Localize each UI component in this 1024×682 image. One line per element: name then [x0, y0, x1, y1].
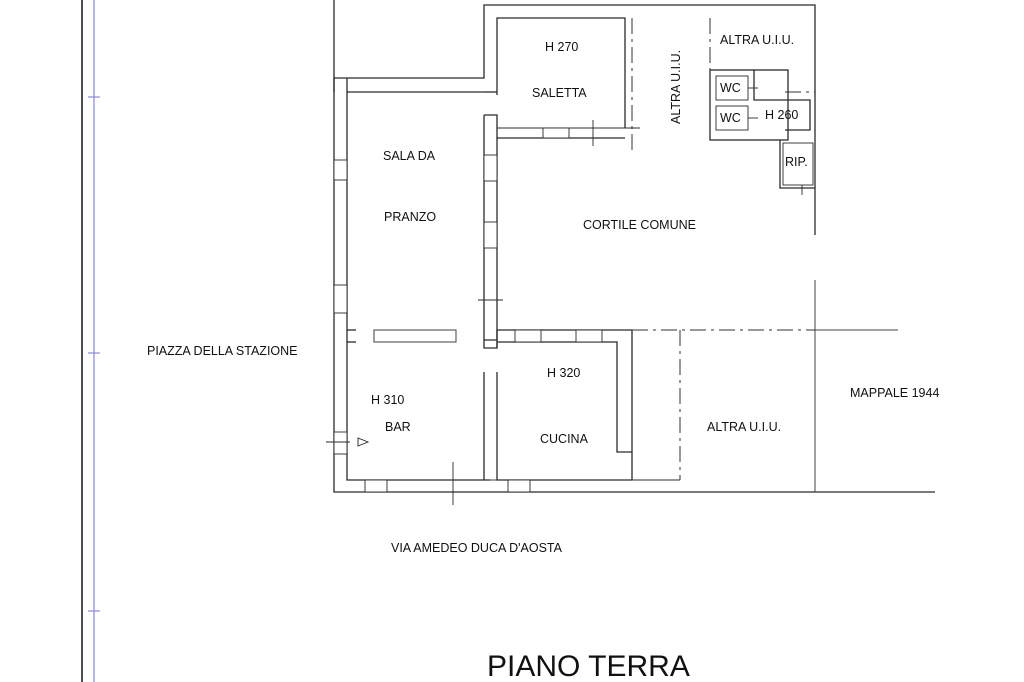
saletta-height-label: H 270: [545, 40, 578, 54]
sala-label-line1: SALA DA: [383, 149, 436, 163]
altra-uiu-bottom-label: ALTRA U.I.U.: [707, 420, 781, 434]
cucina-height-label: H 320: [547, 366, 580, 380]
drawing-margin: [81, 0, 100, 682]
wc-2-label: WC: [720, 111, 741, 125]
altra-uiu-top-label: ALTRA U.I.U.: [720, 33, 794, 47]
west-street-label: PIAZZA DELLA STAZIONE: [147, 344, 298, 358]
h260-label: H 260: [765, 108, 798, 122]
windows: [333, 127, 603, 493]
property-lines: [631, 18, 815, 480]
exterior-walls: [333, 0, 935, 493]
east-parcel-label: MAPPALE 1944: [850, 386, 939, 400]
cucina-label: CUCINA: [540, 432, 589, 446]
cortile-label: CORTILE COMUNE: [583, 218, 696, 232]
altra-uiu-vertical-label: ALTRA U.I.U.: [669, 50, 683, 124]
rip-label: RIP.: [785, 155, 808, 169]
plan-title: PIANO TERRA: [487, 650, 690, 682]
interior-walls: [347, 114, 680, 481]
service-rooms: [709, 69, 815, 189]
entrance-arrow-icon: [357, 437, 370, 447]
sala-label-line2: PRANZO: [384, 210, 436, 224]
bar-height-label: H 310: [371, 393, 404, 407]
dimension-ticks: [326, 120, 803, 505]
south-street-label: VIA AMEDEO DUCA D'AOSTA: [391, 541, 563, 555]
saletta-label: SALETTA: [532, 86, 587, 100]
bar-label: BAR: [385, 420, 411, 434]
wc-1-label: WC: [720, 81, 741, 95]
